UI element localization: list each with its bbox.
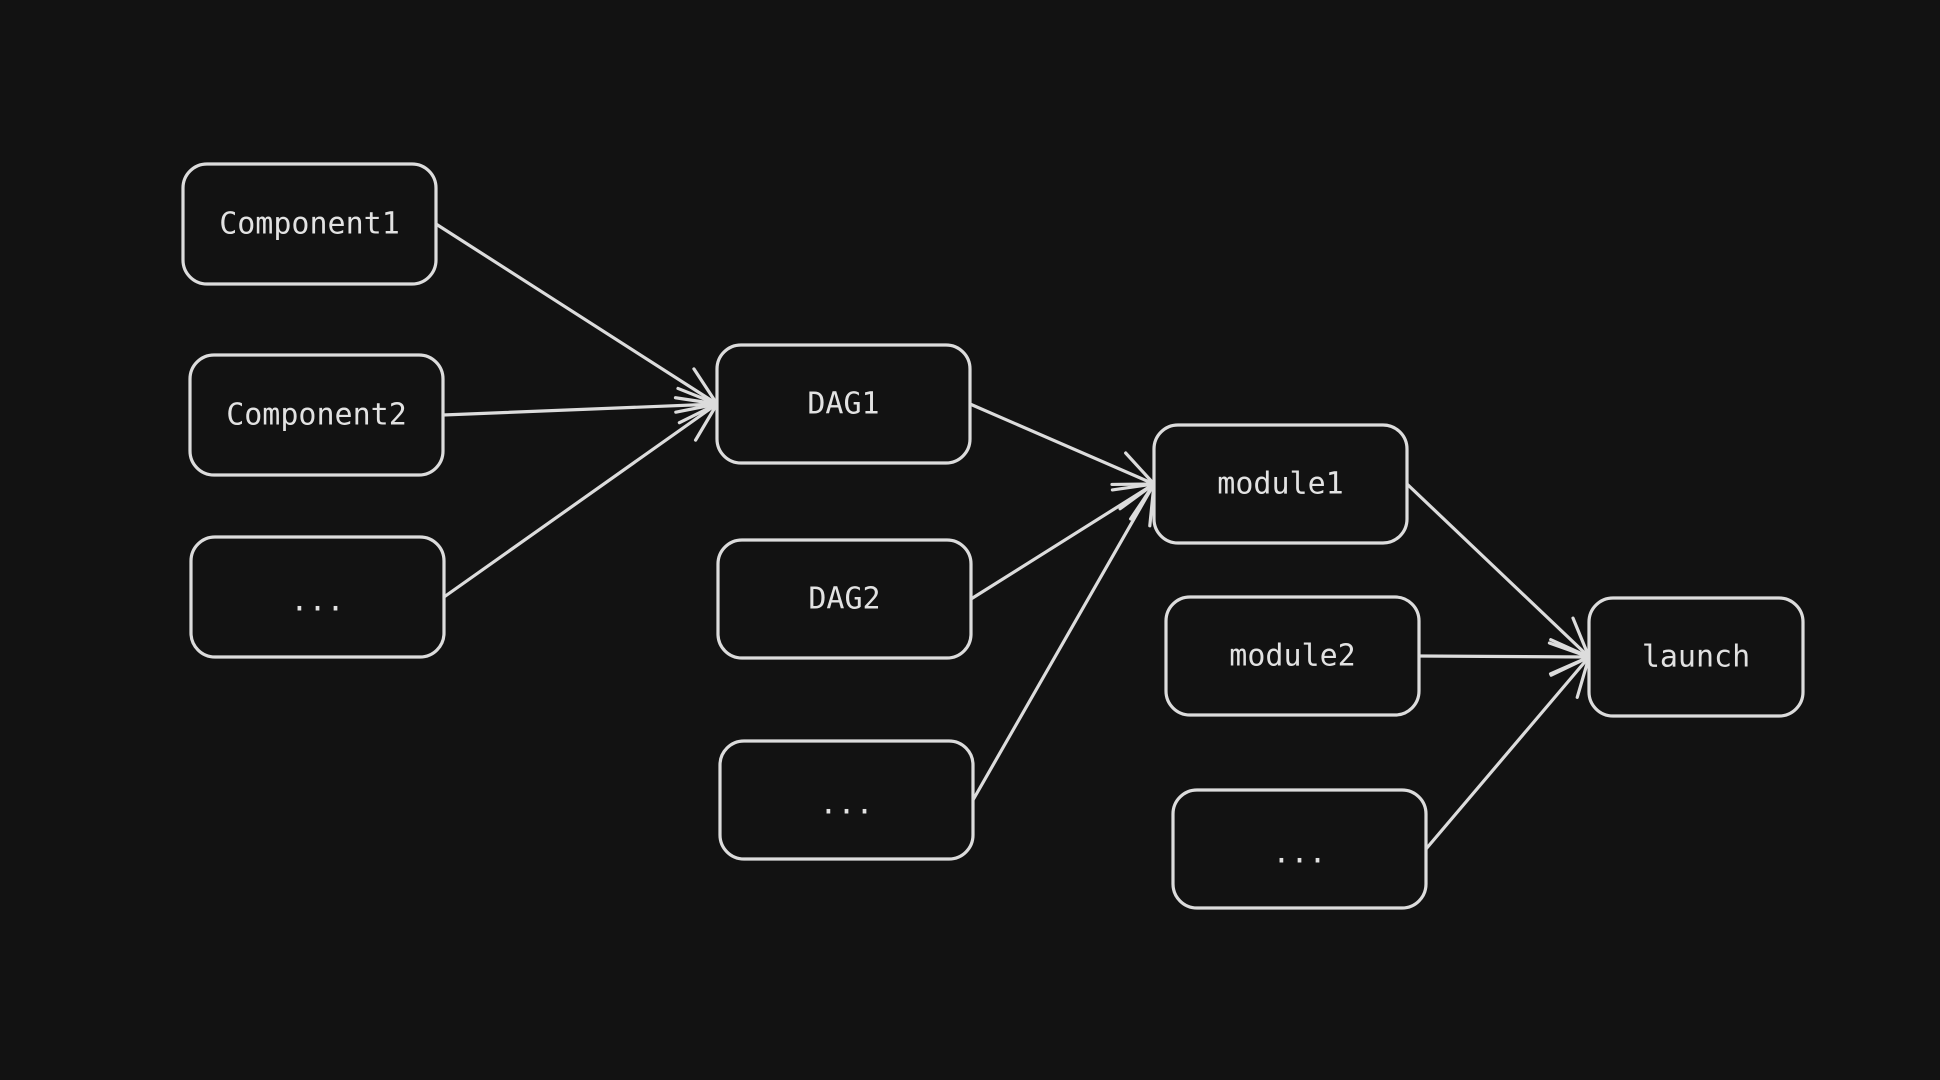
- node-box: [716, 538, 973, 660]
- node-launch: launch: [1587, 596, 1805, 718]
- edge-line: [1417, 654, 1591, 659]
- node-label: ...: [290, 584, 344, 619]
- node-module1: module1: [1152, 423, 1409, 545]
- edge-line: [1424, 655, 1591, 851]
- node-dag-more: ...: [718, 739, 975, 861]
- node-label: Component2: [226, 398, 407, 433]
- node-label: ...: [1272, 836, 1326, 871]
- node-component1: Component1: [181, 162, 438, 286]
- edge-line: [442, 402, 719, 599]
- node-module2: module2: [1164, 595, 1421, 717]
- edge-line: [968, 402, 1156, 486]
- node-box: [188, 353, 445, 477]
- node-label: module1: [1217, 467, 1343, 502]
- node-box: [715, 343, 972, 465]
- edge-line: [971, 482, 1156, 802]
- node-dag2: DAG2: [716, 538, 973, 660]
- node-label: module2: [1229, 639, 1355, 674]
- node-box: [181, 162, 438, 286]
- node-component2: Component2: [188, 353, 445, 477]
- edge-line: [1405, 482, 1591, 659]
- node-box: [718, 739, 975, 861]
- node-module-more: ...: [1171, 788, 1428, 910]
- node-label: Component1: [219, 207, 400, 242]
- node-box: [1171, 788, 1428, 910]
- node-box: [1587, 596, 1805, 718]
- edge-line: [441, 402, 719, 417]
- node-box: [1152, 423, 1409, 545]
- node-label: DAG1: [807, 387, 879, 422]
- node-component-more: ...: [189, 535, 446, 659]
- node-dag1: DAG1: [715, 343, 972, 465]
- node-box: [1164, 595, 1421, 717]
- node-label: ...: [819, 787, 873, 822]
- node-box: [189, 535, 446, 659]
- node-label: launch: [1642, 640, 1750, 675]
- edge-line: [434, 222, 719, 406]
- edge-line: [969, 482, 1156, 601]
- node-label: DAG2: [808, 582, 880, 617]
